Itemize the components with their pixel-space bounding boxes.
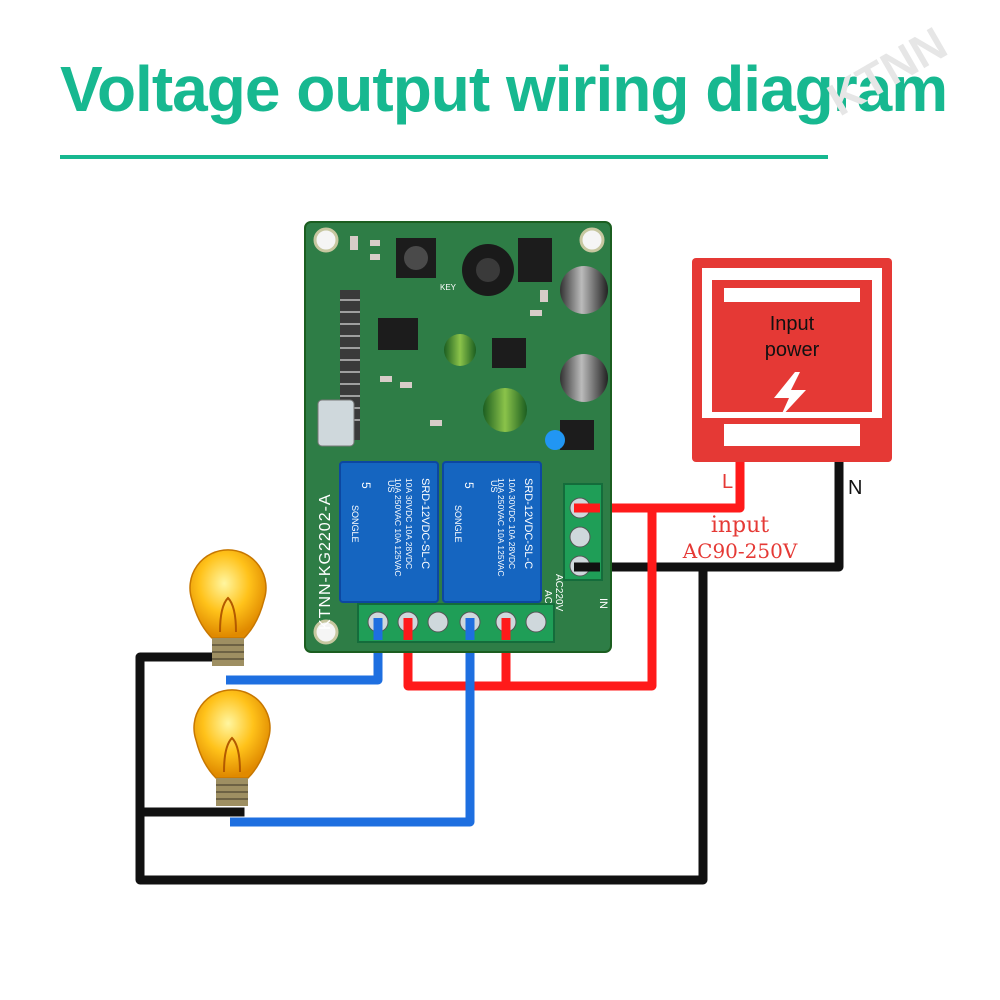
relay-spec-2: 10A 30VDC 10A 28VDC — [507, 478, 517, 569]
key-button-icon — [396, 238, 436, 278]
relay-2: 5 SONGLE US 10A 250VAC 10A 125VAC 10A 30… — [442, 461, 542, 603]
terminal-screw-icon — [427, 611, 449, 633]
relay-us-mark: US — [489, 480, 499, 493]
input-power-box: Input power — [692, 258, 892, 462]
bulb-icon — [189, 549, 267, 666]
mount-hole-icon — [579, 227, 605, 253]
relay-board: KEY KTNN-KG2202-A 5 SONGLE US — [304, 221, 612, 653]
terminal-screw-icon — [569, 526, 591, 548]
power-box-line2: power — [765, 339, 820, 361]
output-terminal-block — [357, 603, 555, 643]
board-model-label: KTNN-KG2202-A — [317, 493, 334, 630]
ic-chip-icon — [378, 318, 418, 350]
live-terminal-label: L — [722, 471, 733, 493]
bulb-icon — [193, 689, 271, 806]
neutral-terminal-label: N — [848, 477, 862, 499]
ac220-label: AC220V — [553, 574, 564, 612]
relay-spec-2: 10A 30VDC 10A 28VDC — [404, 478, 414, 569]
relay-spec-1: 10A 250VAC 10A 125VAC — [496, 478, 506, 576]
input-label-line1: input — [711, 513, 769, 538]
title-underline — [60, 155, 828, 159]
ic-chip-icon — [560, 420, 594, 450]
relay-count: 5 — [359, 482, 373, 489]
relay-brand: SONGLE — [350, 505, 360, 543]
terminal-screw-icon — [525, 611, 547, 633]
watermark: KTNN — [819, 17, 956, 126]
lightning-icon — [774, 372, 806, 418]
watermark-text: KTNN — [819, 17, 956, 126]
relay-us-mark: US — [386, 480, 396, 493]
input-label-line2: AC90-250V — [682, 539, 798, 563]
relay-model: SRD-12VDC-SL-C — [419, 478, 431, 569]
mount-hole-icon — [313, 227, 339, 253]
key-label: KEY — [440, 283, 457, 292]
ic-chip-icon — [518, 238, 552, 282]
relay-model: SRD-12VDC-SL-C — [522, 478, 534, 569]
terminal-wire-stubs — [373, 503, 600, 640]
power-box-line1: Input — [770, 313, 815, 335]
ic-chip-icon — [492, 338, 526, 368]
relay-count: 5 — [462, 482, 476, 489]
page-title: Voltage output wiring diagram — [60, 53, 948, 125]
crystal-icon — [317, 399, 355, 447]
relay-brand: SONGLE — [453, 505, 463, 543]
mount-hole-icon — [313, 619, 339, 645]
capacitor-icon — [444, 266, 608, 450]
relay-1: 5 SONGLE US 10A 250VAC 10A 125VAC 10A 30… — [339, 461, 439, 603]
relay-spec-1: 10A 250VAC 10A 125VAC — [393, 478, 403, 576]
in-label: IN — [597, 598, 609, 609]
